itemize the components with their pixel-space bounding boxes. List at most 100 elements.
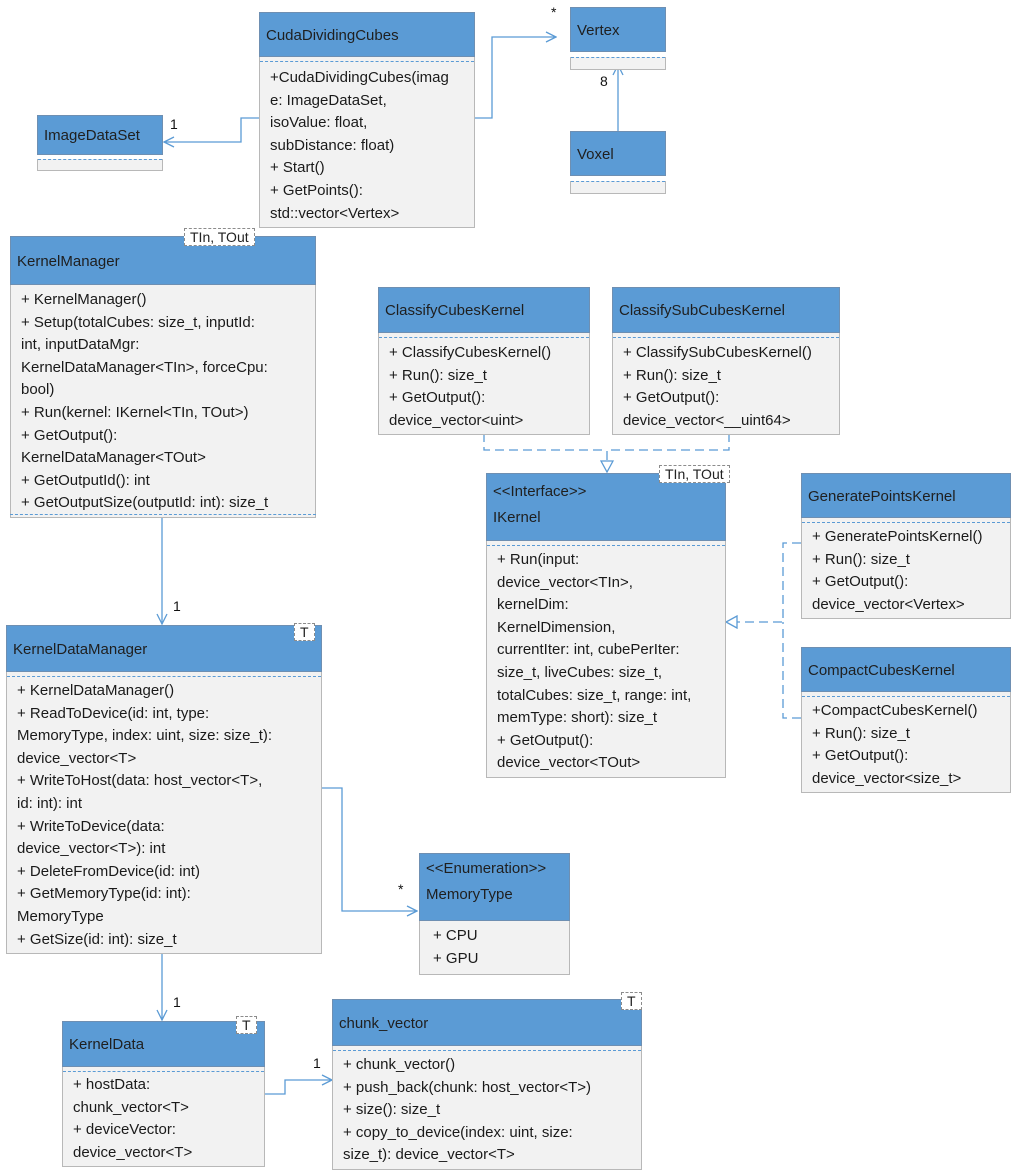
member-line: + size(): size_t <box>343 1101 441 1119</box>
template-param: TIn, TOut <box>184 228 255 246</box>
member-line: currentIter: int, cubePerIter: <box>497 641 680 659</box>
class-name: IKernel <box>493 509 541 526</box>
member-line: device_vector<__uint64> <box>623 411 791 429</box>
mult-kerneldata-chunk: 1 <box>313 1055 321 1071</box>
stereotype: <<Enumeration>> <box>426 860 547 877</box>
member-line: size_t, liveCubes: size_t, <box>497 663 663 681</box>
class-kernel-manager[interactable]: KernelManager + KernelManager() + Setup(t… <box>10 236 316 518</box>
assoc-datamanager-memorytype <box>322 787 417 911</box>
mult-manager-datamanager: 1 <box>173 598 181 614</box>
member-line: MemoryType, index: uint, size: size_t): <box>17 727 273 745</box>
realize-classify <box>483 433 607 451</box>
member-line: + GetPoints(): <box>270 181 363 199</box>
member-line: size_t): device_vector<T> <box>343 1146 515 1164</box>
member-line: + GeneratePointsKernel() <box>812 528 983 545</box>
member-line: subDistance: float) <box>270 136 395 154</box>
class-name: ClassifyCubesKernel <box>385 302 525 319</box>
member-line: + chunk_vector() <box>343 1056 456 1073</box>
member-line: KernelDataManager<TOut> <box>21 449 206 467</box>
mult-cuda-image: 1 <box>170 116 178 132</box>
class-kernel-data-manager[interactable]: KernelDataManager + KernelDataManager()+… <box>6 625 322 955</box>
class-memory-type[interactable]: <<Enumeration>> MemoryType + CPU + GPU <box>419 853 570 976</box>
member-line: + KernelDataManager() <box>17 682 175 699</box>
member-list: + ClassifySubCubesKernel()+ Run(): size_… <box>612 333 840 436</box>
member-line: + Run(): size_t <box>812 550 910 568</box>
member-line: + GetSize(id: int): size_t <box>17 930 177 948</box>
member-line: +CudaDividingCubes(imag <box>270 69 449 86</box>
member-line: +CompactCubesKernel() <box>812 702 978 719</box>
member-line: + Setup(totalCubes: size_t, inputId: <box>21 313 255 331</box>
member-line: MemoryType <box>17 907 104 925</box>
class-classify-cubes-kernel[interactable]: ClassifyCubesKernel + ClassifyCubesKerne… <box>378 287 590 436</box>
member-line: KernelDimension, <box>497 618 616 636</box>
member-line: KernelDataManager<TIn>, forceCpu: <box>21 358 268 376</box>
member-line: + Run(): size_t <box>812 724 910 742</box>
template-param: T <box>236 1016 257 1034</box>
assoc-kerneldata-chunk <box>265 1080 332 1095</box>
class-image-data-set[interactable]: ImageDataSet <box>37 115 163 171</box>
member-line: + GPU <box>433 949 479 967</box>
member-line: kernelDim: <box>497 596 569 614</box>
member-line: + GetOutput(): <box>812 573 909 591</box>
class-ikernel[interactable]: <<Interface>> IKernel + Run(input: device… <box>486 473 726 778</box>
member-line: + GetOutput(): <box>21 426 118 444</box>
member-line: + copy_to_device(index: uint, size: <box>343 1123 573 1141</box>
mult-cuda-vertex: * <box>551 4 557 20</box>
member-line: memType: short): size_t <box>497 709 658 727</box>
member-line: + KernelManager() <box>21 291 147 308</box>
member-line: device_vector<T>): int <box>17 840 166 858</box>
class-chunk-vector[interactable]: chunk_vector + chunk_vector()+ push_back… <box>332 999 642 1170</box>
class-compact-cubes-kernel[interactable]: CompactCubesKernel +CompactCubesKernel()… <box>801 647 1011 794</box>
member-list: + ClassifyCubesKernel() + Run(): size_t + … <box>378 333 590 436</box>
member-line: + GetOutputSize(outputId: int): size_t <box>21 494 269 512</box>
member-line: + ClassifySubCubesKernel() <box>623 344 812 361</box>
template-param: TIn, TOut <box>659 465 730 483</box>
class-kernel-data[interactable]: KernelData + hostData:chunk_vector<T>+ d… <box>62 1021 265 1168</box>
member-line: + WriteToHost(data: host_vector<T>, <box>17 772 263 790</box>
class-name: chunk_vector <box>339 1015 429 1032</box>
member-line: + GetOutput(): <box>389 389 486 407</box>
member-line: device_vector<T> <box>17 749 137 767</box>
class-name: Voxel <box>577 146 614 163</box>
class-name: KernelDataManager <box>13 641 148 658</box>
mult-datamanager-memorytype: * <box>398 881 404 897</box>
member-line: + ReadToDevice(id: int, type: <box>17 704 210 722</box>
member-line: + ClassifyCubesKernel() <box>389 344 552 361</box>
member-line: id: int): int <box>17 794 83 812</box>
member-line: device_vector<T> <box>73 1143 193 1161</box>
member-line: + Start() <box>270 159 325 177</box>
template-param: T <box>294 623 315 641</box>
member-line: device_vector<size_t> <box>812 769 962 787</box>
mult-voxel-vertex: 8 <box>600 73 608 89</box>
stereotype: <<Interface>> <box>493 483 587 500</box>
member-list: + KernelDataManager() + ReadToDevice(id: … <box>6 672 322 955</box>
class-name: GeneratePointsKernel <box>808 488 956 505</box>
class-generate-points-kernel[interactable]: GeneratePointsKernel + GeneratePointsKer… <box>801 473 1011 620</box>
class-classify-sub-cubes-kernel[interactable]: ClassifySubCubesKernel + ClassifySubCube… <box>612 287 840 436</box>
member-line: std::vector<Vertex> <box>270 204 400 222</box>
member-list: + CPU + GPU <box>419 921 570 976</box>
assoc-cuda-vertex <box>475 37 556 119</box>
member-line: totalCubes: size_t, range: int, <box>497 686 692 704</box>
member-line: device_vector<Vertex> <box>812 595 965 613</box>
template-param: T <box>621 992 642 1010</box>
member-line: + WriteToDevice(data: <box>17 817 165 835</box>
class-voxel[interactable]: Voxel <box>570 131 666 194</box>
class-name: KernelManager <box>17 253 120 270</box>
realize-compact <box>782 622 801 719</box>
class-cuda-dividing-cubes[interactable]: CudaDividingCubes +CudaDividingCubes(ima… <box>259 12 475 229</box>
class-name: CompactCubesKernel <box>808 662 955 679</box>
member-list: + hostData:chunk_vector<T>+ deviceVector… <box>62 1067 265 1168</box>
member-line: + GetOutput(): <box>497 731 594 749</box>
member-line: device_vector<TIn>, <box>497 573 633 591</box>
member-line: + Run(): size_t <box>389 366 487 384</box>
member-line: + Run(input: <box>497 551 580 568</box>
member-line: + Run(kernel: IKernel<TIn, TOut>) <box>21 403 249 421</box>
class-name: MemoryType <box>426 886 513 903</box>
member-line: + CPU <box>433 927 478 944</box>
member-line: + deviceVector: <box>73 1121 176 1139</box>
class-vertex[interactable]: Vertex <box>570 7 666 70</box>
realize-classify-sub <box>607 433 730 472</box>
member-line: e: ImageDataSet, <box>270 91 387 109</box>
